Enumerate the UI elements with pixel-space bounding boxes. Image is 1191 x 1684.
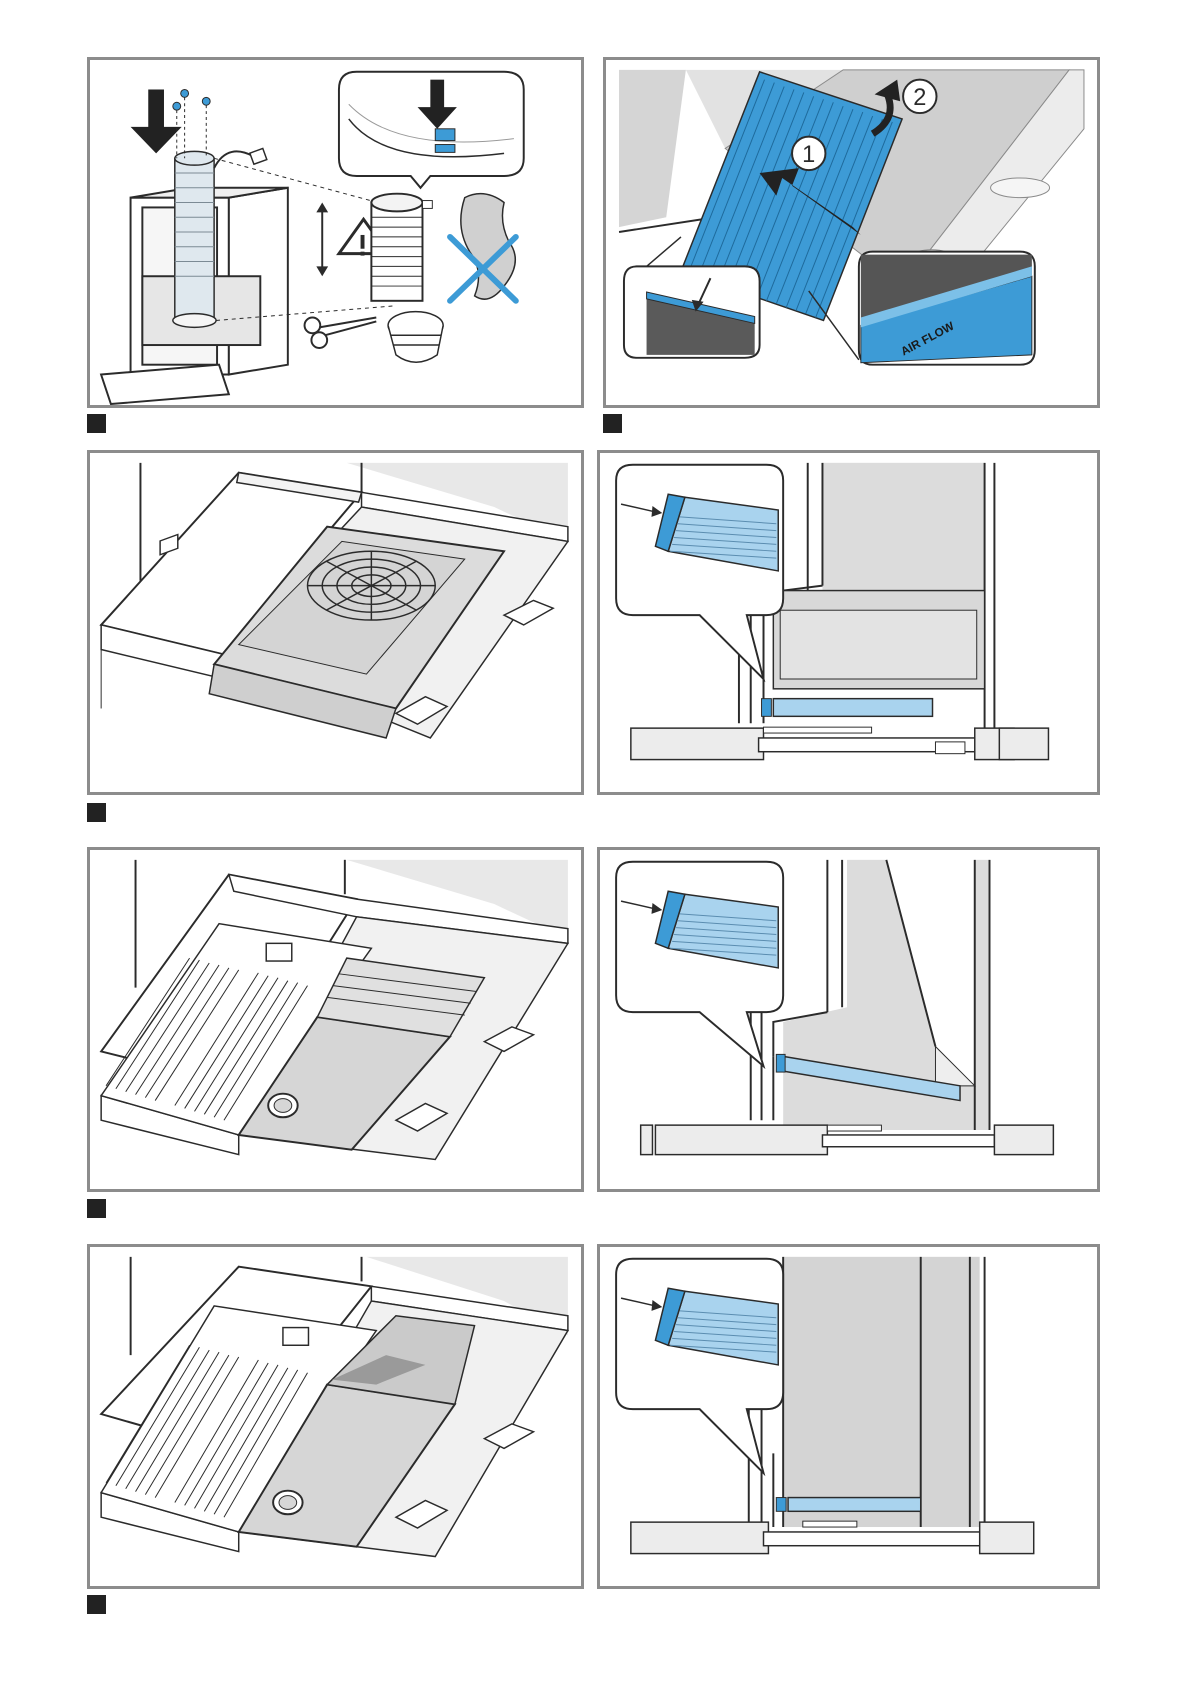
duct-hose-icon [371,194,432,301]
figure-marker-1 [87,414,106,433]
hood-angled-box-illustration [90,1247,581,1586]
figure-marker-3 [87,803,106,822]
arrow-down-icon [131,89,182,153]
panel-section-sloped [597,847,1100,1192]
panel-section-angled [597,1244,1100,1589]
hood-round-grille-illustration [90,453,581,792]
callout-1: 1 [792,137,825,170]
panel-section-flat [597,450,1100,795]
svg-text:2: 2 [913,84,926,110]
round-grille [307,551,435,620]
filter-insertion-illustration: 1 2 AIR FLOW [606,60,1097,405]
section-angled-illustration [600,1247,1097,1586]
panel-duct-installation [87,57,584,408]
callout-2: 2 [903,80,936,113]
figure-marker-2 [603,414,622,433]
panel-hood-angled-box [87,1244,584,1589]
scissors-icon [305,318,377,348]
panel-hood-flat-grilles [87,847,584,1192]
hood-flat-grilles-illustration [90,850,581,1189]
panel-hood-round-grille [87,450,584,795]
figure-marker-5 [87,1595,106,1614]
screw-icon [173,89,210,110]
section-flat-illustration [600,453,1097,792]
section-sloped-illustration [600,850,1097,1189]
svg-text:1: 1 [802,141,815,167]
duct-installation-illustration [90,60,581,405]
figure-marker-4 [87,1199,106,1218]
power-plug-icon [214,151,253,168]
panel-filter-insertion: 1 2 AIR FLOW [603,57,1100,408]
